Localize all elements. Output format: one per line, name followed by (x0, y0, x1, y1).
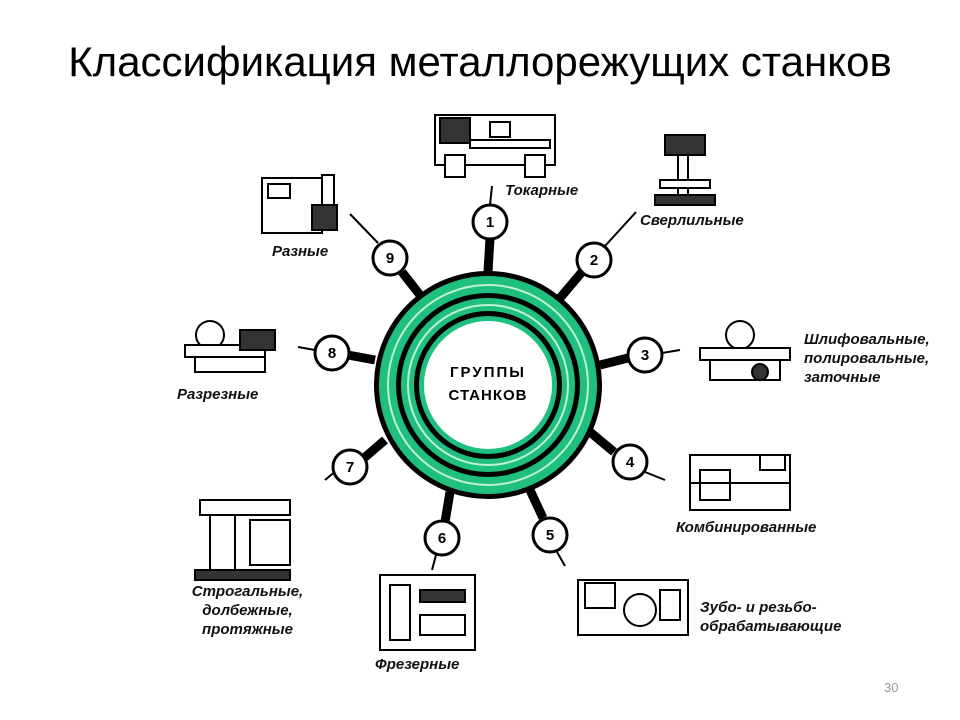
gear-cutting-machine-icon (577, 579, 689, 636)
center-label-line2: СТАНКОВ (449, 387, 528, 404)
group-label-7: Строгальные, долбежные, протяжные (191, 583, 304, 638)
group-label-2: Сверлильные (640, 212, 744, 229)
node-circle (471, 203, 509, 241)
node-circle (531, 516, 569, 554)
group-node-5: 5 (531, 516, 569, 554)
group-label-3: Шлифовальные, полировальные, заточные (804, 331, 930, 386)
node-number: 8 (328, 345, 336, 362)
page-number: 30 (884, 680, 899, 695)
grinding-machine-icon (699, 320, 791, 381)
slide-title: Классификация металлорежущих станков (68, 38, 892, 85)
node-circle (626, 336, 664, 374)
node-number: 1 (486, 214, 494, 231)
machine-icons (184, 114, 791, 651)
node-number: 3 (641, 347, 649, 364)
group-node-3: 3 (626, 336, 664, 374)
node-number: 9 (386, 250, 394, 267)
node-circle (575, 241, 613, 279)
planing-machine-icon (194, 499, 291, 581)
group-label-6: Фрезерные (375, 656, 460, 673)
group-label-1: Токарные (505, 182, 579, 199)
center-rings (374, 271, 602, 499)
group-node-7: 7 (331, 448, 369, 486)
node-circle (313, 334, 351, 372)
node-circle (423, 519, 461, 557)
group-label-8: Разрезные (177, 386, 259, 403)
group-label-9: Разные (272, 243, 329, 260)
lathe-icon (434, 114, 556, 178)
group-node-2: 2 (575, 241, 613, 279)
group-node-8: 8 (313, 334, 351, 372)
milling-machine-icon (379, 574, 476, 651)
spokes (347, 237, 630, 523)
group-node-6: 6 (423, 519, 461, 557)
center-label-line1: ГРУППЫ (450, 364, 526, 381)
node-circle (611, 443, 649, 481)
node-number: 7 (346, 459, 354, 476)
group-node-4: 4 (611, 443, 649, 481)
cutoff-machine-icon (184, 320, 276, 373)
node-number: 5 (546, 527, 554, 544)
node-number: 2 (590, 252, 598, 269)
node-number: 4 (626, 454, 635, 471)
drill-press-icon (654, 134, 716, 206)
misc-machine-icon (261, 174, 338, 234)
group-label-5: Зубо- и резьбо- обрабатывающие (700, 599, 842, 635)
group-node-9: 9 (371, 239, 409, 277)
group-node-1: 1 (471, 203, 509, 241)
node-circle (331, 448, 369, 486)
node-circle (371, 239, 409, 277)
node-number: 6 (438, 530, 446, 547)
combined-machine-icon (689, 454, 791, 511)
group-label-4: Комбинированные (676, 519, 817, 536)
